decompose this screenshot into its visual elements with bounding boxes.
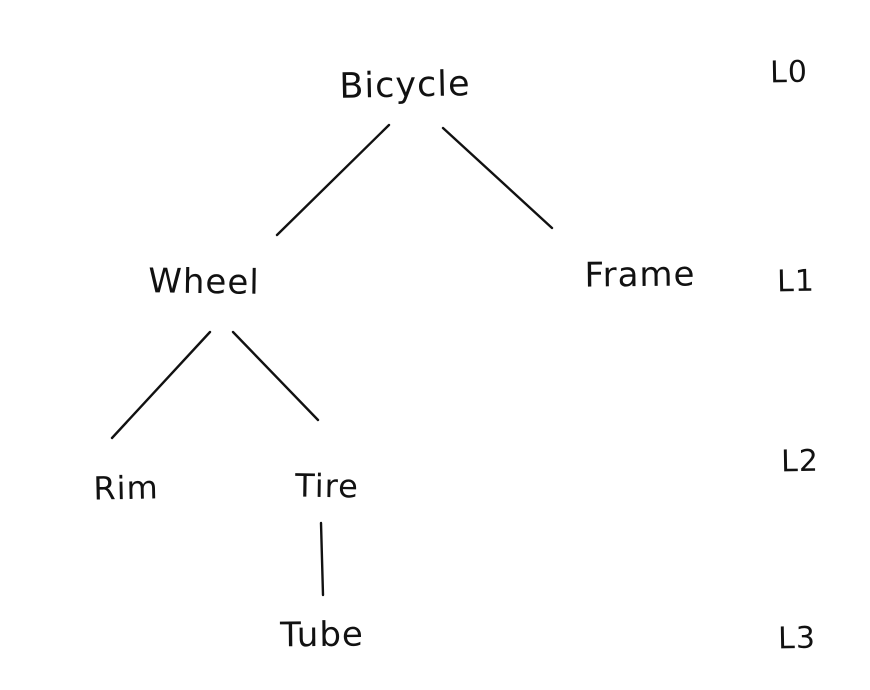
node-tube: Tube — [279, 614, 365, 656]
node-bicycle: Bicycle — [338, 64, 471, 107]
edge-bicycle-frame — [441, 126, 554, 230]
edge-bicycle-wheel — [275, 123, 391, 237]
level-label-l2: L2 — [780, 443, 820, 480]
node-tire: Tire — [294, 466, 360, 506]
level-label-l3: L3 — [777, 620, 817, 657]
node-rim: Rim — [92, 468, 160, 508]
node-wheel: Wheel — [147, 261, 261, 303]
node-frame: Frame — [584, 254, 696, 296]
level-label-l1: L1 — [776, 263, 816, 300]
edge-wheel-tire — [231, 330, 320, 422]
edge-tire-tube — [319, 521, 325, 597]
level-label-l0: L0 — [769, 54, 809, 91]
edge-wheel-rim — [110, 330, 212, 440]
